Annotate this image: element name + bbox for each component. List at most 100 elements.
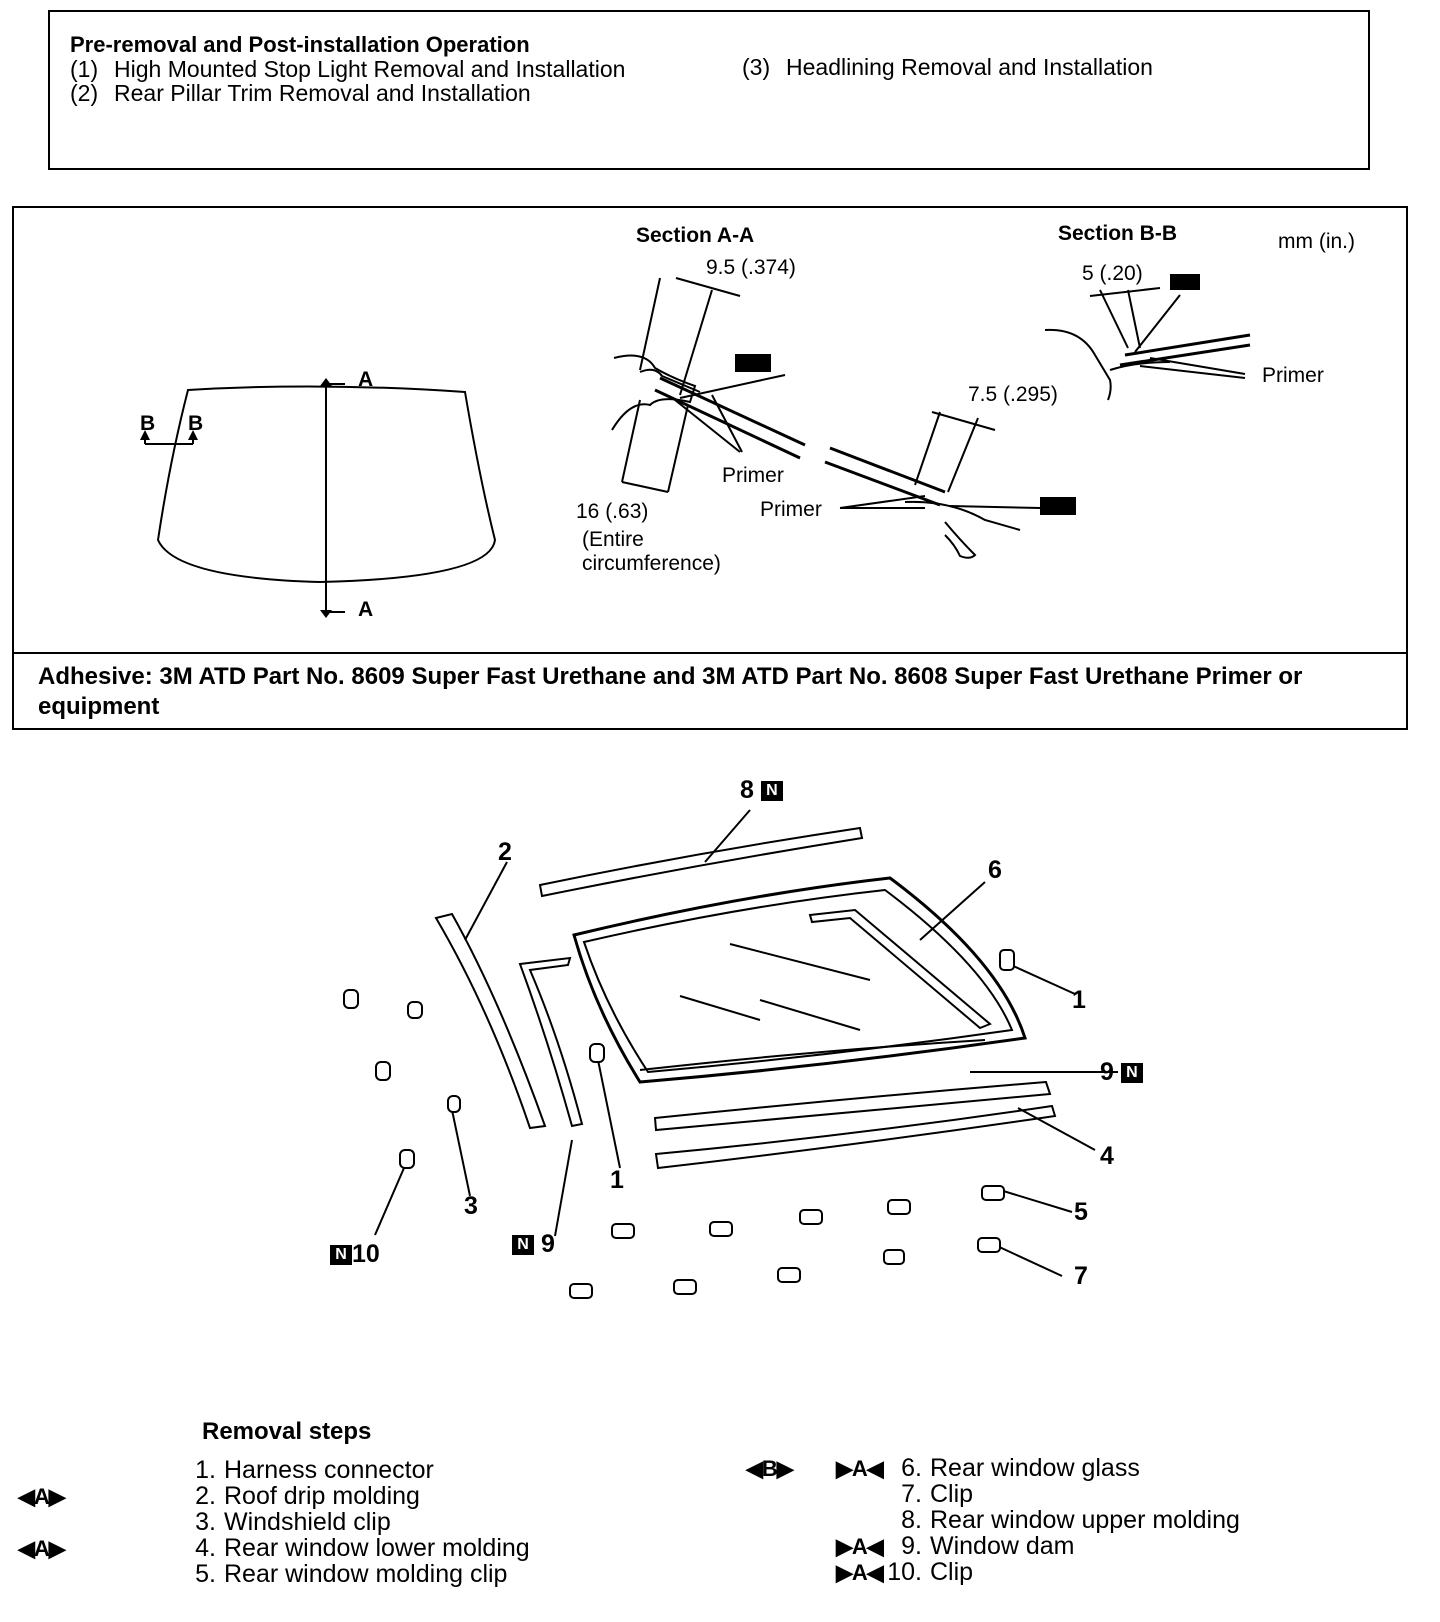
step-text: Clip xyxy=(930,1558,974,1586)
cut-label-b-right: B xyxy=(188,412,204,435)
pre-item-text: Headlining Removal and Installation xyxy=(786,54,1153,80)
primer-label-aa: Primer xyxy=(722,464,784,487)
removal-step-1: 1. Harness connector xyxy=(180,1456,434,1485)
removal-step-6: 6. Rear window glass xyxy=(886,1454,1140,1483)
entire-label-2: circumference) xyxy=(582,552,721,575)
section-aa-glass xyxy=(659,376,806,447)
removal-step-3: 3. Windshield clip xyxy=(180,1508,391,1537)
removal-symbol-a-step-2: ◀A▶ xyxy=(18,1484,66,1509)
step-text: Rear window upper molding xyxy=(930,1506,1240,1534)
pre-item-number: (2) xyxy=(70,80,99,106)
pre-item-text: Rear Pillar Trim Removal and Installatio… xyxy=(114,80,531,106)
step-text: Windshield clip xyxy=(224,1508,391,1536)
removal-steps-title: Removal steps xyxy=(202,1418,372,1445)
section-diagram-drawing xyxy=(140,274,1251,618)
cut-label-a-top: A xyxy=(358,368,374,391)
new-part-mark: N xyxy=(330,1245,352,1266)
primer-label-bb: Primer xyxy=(1262,364,1324,387)
adhesive-tube-icon xyxy=(735,274,1200,515)
callout-number: 8 xyxy=(740,776,754,804)
callout-1-right: 1 xyxy=(1072,986,1086,1014)
step-number: 2. xyxy=(195,1482,216,1510)
new-part-mark: N xyxy=(1120,1063,1143,1084)
pre-operation-item-2: (2) Rear Pillar Trim Removal and Installa… xyxy=(70,80,531,107)
cut-label-b-left: B xyxy=(140,412,156,435)
pre-item-number: (1) xyxy=(70,56,99,82)
callout-number: 10 xyxy=(352,1240,380,1268)
pre-operation-item-1: (1) High Mounted Stop Light Removal and I… xyxy=(70,56,625,83)
install-symbol-a-step-9: ▶A◀ xyxy=(836,1534,884,1559)
roof-drip-molding xyxy=(434,912,547,1130)
removal-step-5: 5. Rear window molding clip xyxy=(180,1560,507,1589)
callout-6: 6 xyxy=(988,856,1002,884)
step-text: Harness connector xyxy=(224,1456,434,1484)
step-text: Clip xyxy=(930,1480,974,1508)
step-number: 7. xyxy=(901,1480,922,1508)
new-part-mark: N xyxy=(760,781,783,802)
step-number: 1. xyxy=(195,1456,216,1484)
callout-9-left: N 9 xyxy=(512,1230,555,1259)
removal-step-8: 8. Rear window upper molding xyxy=(886,1506,1240,1535)
adhesive-note: Adhesive: 3M ATD Part No. 8609 Super Fas… xyxy=(38,663,1303,720)
removal-symbol-b-step-6: ◀B▶ xyxy=(746,1456,794,1481)
lower-molding xyxy=(653,1080,1052,1132)
step-text: Rear window molding clip xyxy=(224,1560,508,1588)
cut-label-a-bottom: A xyxy=(358,598,374,621)
step-number: 5. xyxy=(195,1560,216,1588)
upper-molding xyxy=(538,826,864,898)
section-aa-glass-lower xyxy=(829,446,946,494)
step-text: Rear window glass xyxy=(930,1454,1140,1482)
step-number: 3. xyxy=(195,1508,216,1536)
removal-step-10: 10. Clip xyxy=(886,1558,973,1587)
entire-label-1: (Entire xyxy=(582,528,644,551)
callout-7: 7 xyxy=(1074,1262,1088,1290)
new-part-mark: N xyxy=(512,1235,534,1256)
section-divider xyxy=(14,652,1406,654)
primer-label-lower: Primer xyxy=(760,498,822,521)
callout-number: 9 xyxy=(1100,1058,1114,1086)
install-symbol-a-step-10: ▶A◀ xyxy=(836,1560,884,1585)
callout-8: 8 N xyxy=(740,776,783,805)
step-text: Roof drip molding xyxy=(224,1482,420,1510)
rear-glass-outline xyxy=(156,385,497,584)
callout-4: 4 xyxy=(1100,1142,1114,1170)
removal-step-7: 7. Clip xyxy=(886,1480,973,1509)
section-diagram-box: Adhesive: 3M ATD Part No. 8609 Super Fas… xyxy=(12,206,1408,730)
callout-3: 3 xyxy=(464,1192,478,1220)
removal-step-4: 4. Rear window lower molding xyxy=(180,1534,530,1563)
pre-operation-item-3: (3) Headlining Removal and Installation xyxy=(742,54,1153,81)
dimension-16: 16 (.63) xyxy=(576,500,649,523)
section-bb-body xyxy=(1044,328,1112,401)
step-number: 4. xyxy=(195,1534,216,1562)
callout-5: 5 xyxy=(1074,1198,1088,1226)
removal-symbol-a-step-4: ◀A▶ xyxy=(18,1536,66,1561)
pre-operation-box: Pre-removal and Post-installation Operat… xyxy=(48,10,1370,170)
dimension-9-5: 9.5 (.374) xyxy=(706,256,796,279)
step-text: Window dam xyxy=(930,1532,1075,1560)
clip-icon xyxy=(343,949,1015,1299)
install-symbol-a-step-6: ▶A◀ xyxy=(836,1456,884,1481)
dimension-5: 5 (.20) xyxy=(1082,262,1143,285)
pre-operation-title: Pre-removal and Post-installation Operat… xyxy=(70,32,530,57)
section-aa-body-upper xyxy=(611,354,697,431)
pre-item-text: High Mounted Stop Light Removal and Inst… xyxy=(114,56,626,82)
removal-step-9: 9. Window dam xyxy=(886,1532,1075,1561)
lower-molding-2 xyxy=(654,1104,1057,1170)
section-bb-glass xyxy=(1124,333,1251,357)
step-number: 8. xyxy=(901,1506,922,1534)
section-aa-label: Section A-A xyxy=(636,224,755,247)
removal-step-2: 2. Roof drip molding xyxy=(180,1482,420,1511)
callout-1-left: 1 xyxy=(610,1166,624,1194)
callout-number: 9 xyxy=(540,1230,555,1258)
step-number: 6. xyxy=(901,1454,922,1482)
step-number: 10. xyxy=(887,1558,922,1586)
callout-9-right: 9 N xyxy=(1100,1058,1143,1087)
callout-2: 2 xyxy=(498,838,512,866)
step-number: 9. xyxy=(901,1532,922,1560)
units-label: mm (in.) xyxy=(1278,230,1355,253)
section-bb-label: Section B-B xyxy=(1058,222,1178,245)
exploded-view-drawing xyxy=(343,809,1118,1299)
pre-item-number: (3) xyxy=(742,54,771,80)
step-text: Rear window lower molding xyxy=(224,1534,530,1562)
